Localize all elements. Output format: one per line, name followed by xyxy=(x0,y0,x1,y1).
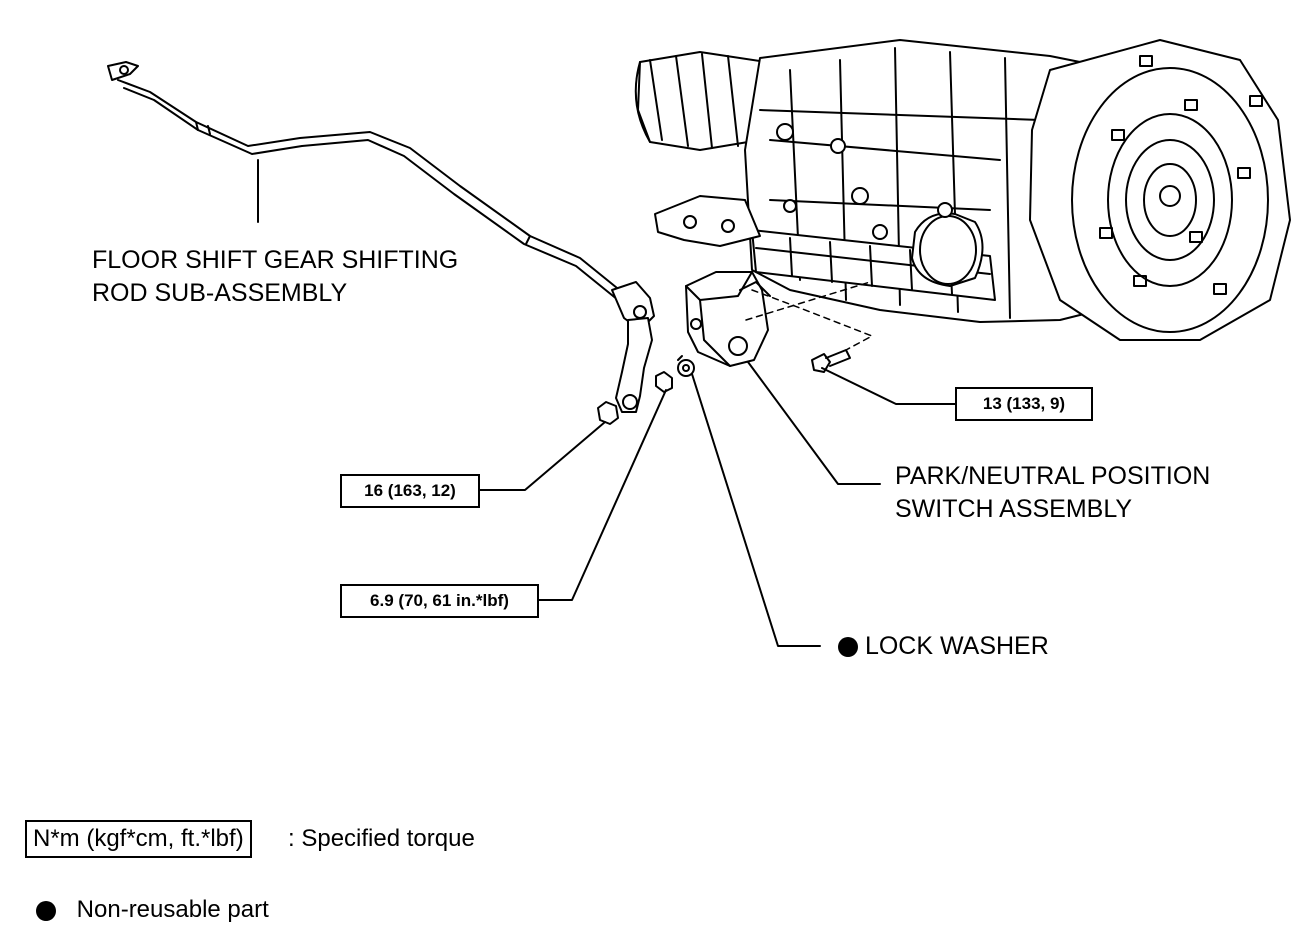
switch-label: PARK/NEUTRAL POSITION SWITCH ASSEMBLY xyxy=(895,460,1210,526)
park-neutral-switch-drawing xyxy=(597,271,851,425)
rod-label-line2: ROD SUB-ASSEMBLY xyxy=(92,279,348,307)
transmission-assembly xyxy=(634,39,1291,341)
legend-dot-icon xyxy=(36,900,56,921)
switch-label-line2: SWITCH ASSEMBLY xyxy=(895,495,1133,523)
rod-label-line1: FLOOR SHIFT GEAR SHIFTING xyxy=(92,246,459,274)
torque-box-nut-lever: 16 (163, 12) xyxy=(340,474,480,508)
legend-torque-desc: : Specified torque xyxy=(288,825,475,852)
lock-washer-label: LOCK WASHER xyxy=(838,630,1049,663)
legend-nonreusable-text: Non-reusable part xyxy=(76,896,269,923)
switch-label-line1: PARK/NEUTRAL POSITION xyxy=(895,462,1211,490)
legend-torque-box: N*m (kgf*cm, ft.*lbf) xyxy=(25,820,252,858)
leader-lines xyxy=(477,361,956,647)
shift-rod-drawing xyxy=(107,61,655,413)
lock-washer-text: LOCK WASHER xyxy=(864,632,1049,660)
torque-box-bolt: 13 (133, 9) xyxy=(955,387,1093,421)
legend-nonreusable: Non-reusable part xyxy=(36,893,269,926)
non-reusable-dot-icon xyxy=(838,637,858,658)
alignment-dashed-lines xyxy=(745,281,873,351)
rod-label: FLOOR SHIFT GEAR SHIFTING ROD SUB-ASSEMB… xyxy=(92,244,458,310)
torque-box-nut-switch: 6.9 (70, 61 in.*lbf) xyxy=(340,584,539,618)
